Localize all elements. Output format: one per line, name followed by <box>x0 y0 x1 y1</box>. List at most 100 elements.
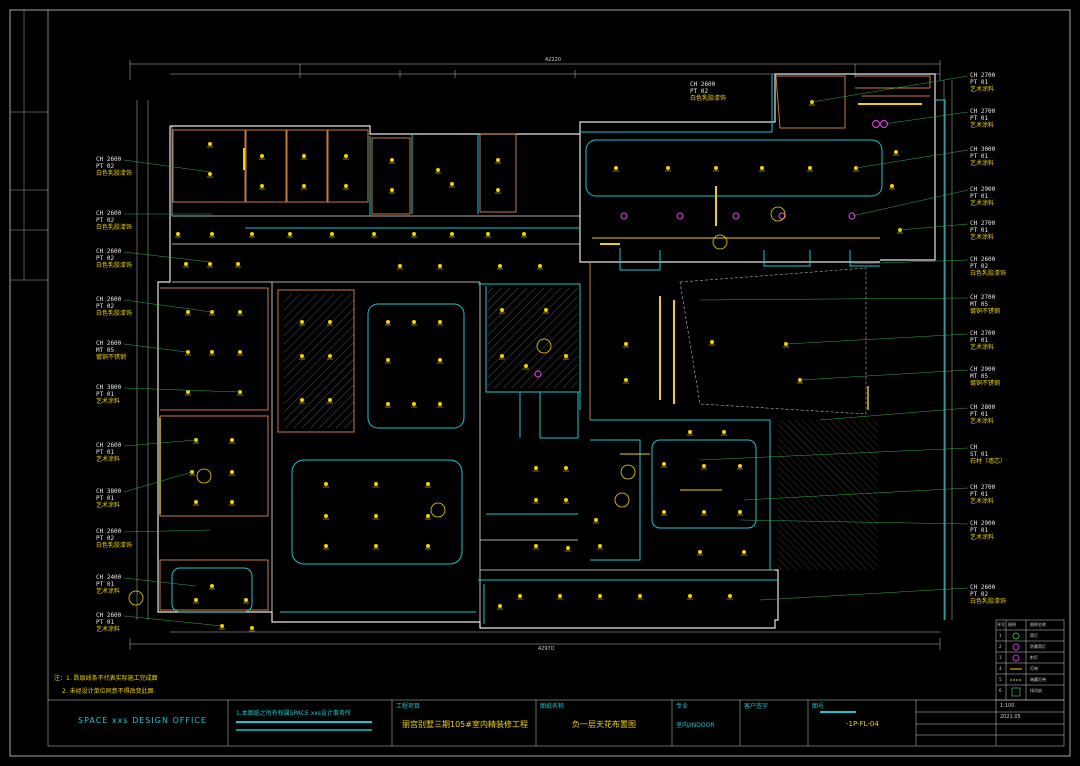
downlight <box>597 544 603 550</box>
hatched-area <box>488 288 578 388</box>
legend-row-name: 暗藏灯带 <box>1030 677 1046 682</box>
downlight <box>411 320 417 326</box>
tag-material-name: 镀铜不锈钢 <box>96 354 127 361</box>
light-strips <box>159 103 922 514</box>
downlight <box>709 340 715 346</box>
tag-ceiling-height: CH 2600 <box>96 248 122 255</box>
tag-material-code: PT 01 <box>970 337 989 344</box>
downlight <box>185 390 191 396</box>
tag-material-code: MT 05 <box>970 301 989 308</box>
downlight <box>385 320 391 326</box>
downlight <box>185 350 191 356</box>
downlight <box>299 398 305 404</box>
tag-leader-line <box>883 111 969 125</box>
downlight <box>437 264 443 270</box>
tag-ceiling-height: CH 3800 <box>96 384 122 391</box>
tag-material-code: PT 02 <box>970 263 989 270</box>
legend-row-number: 3 <box>999 655 1002 660</box>
tag-material-name: 白色乳胶漆饰 <box>96 224 133 231</box>
tag-leader-line <box>785 333 969 345</box>
tag-leader-line <box>819 407 969 421</box>
tag-material-name: 白色乳胶漆饰 <box>970 598 1007 605</box>
downlight <box>593 518 599 524</box>
discipline-value: 室内/INDOOR <box>676 722 715 729</box>
tag-material-name: 白色乳胶漆饰 <box>96 170 133 177</box>
tag-ceiling-height: CH 2700 <box>970 220 996 227</box>
tag-material-name: 艺术涂料 <box>970 498 995 505</box>
downlight <box>437 358 443 364</box>
downlight <box>229 500 235 506</box>
tag-ceiling-height: CH 2600 <box>970 584 996 591</box>
tag-leader-line <box>123 343 187 353</box>
downlight <box>889 184 895 190</box>
downlight <box>185 310 191 316</box>
tag-material-name: 镀铜不锈钢 <box>970 308 1001 315</box>
tag-material-code: PT 01 <box>970 153 989 160</box>
legend-row-number: 2 <box>999 644 1002 649</box>
downlight <box>665 166 671 172</box>
tag-material-code: PT 02 <box>96 255 115 262</box>
tag-material-name: 艺术涂料 <box>970 234 995 241</box>
drawing-name: 负一层天花布置图 <box>572 720 636 729</box>
drawing-note: 注：1. 跌级线条不代表实际施工完成面 <box>54 675 158 682</box>
downlight <box>807 166 813 172</box>
downlight <box>521 232 527 238</box>
downlight <box>425 544 431 550</box>
project-label: 工程项目 <box>396 703 421 710</box>
copyright-note: 1.本图纸之所有权属SPACE xxs设计事务所 <box>236 710 351 717</box>
downlight <box>243 598 249 604</box>
downlight <box>533 466 539 472</box>
top-material-tag: CH 2600 PT 02 白色乳胶漆饰 <box>690 81 726 102</box>
tag-ceiling-height: CH 2600 <box>96 528 122 535</box>
tag-leader-line <box>123 251 211 263</box>
tag-leader-line <box>699 447 969 461</box>
downlight <box>533 544 539 550</box>
tag-leader-line <box>123 439 197 447</box>
tag-material-name: 白色乳胶漆饰 <box>96 310 133 317</box>
tag-material-name: 艺术涂料 <box>96 626 121 633</box>
downlight <box>259 154 265 160</box>
tag-ceiling-height: CH 2600 <box>96 340 122 347</box>
downlight <box>701 510 707 516</box>
downlight <box>533 498 539 504</box>
tag-material-code: PT 02 <box>96 217 115 224</box>
tag-leader-line <box>123 529 211 533</box>
tag-ceiling-height: CH 2400 <box>96 574 122 581</box>
tag-leader-line <box>899 223 969 231</box>
tag-leader-line <box>811 75 969 103</box>
downlight <box>853 166 859 172</box>
downlight <box>713 166 719 172</box>
downlight <box>499 308 505 314</box>
tag-material-name: 艺术涂料 <box>970 160 995 167</box>
tag-ceiling-height: CH 2700 <box>970 294 996 301</box>
downlight <box>209 232 215 238</box>
tag-material-name: 艺术涂料 <box>970 200 995 207</box>
tag-material-code: PT 01 <box>970 491 989 498</box>
tag-ceiling-height: CH 2600 <box>96 442 122 449</box>
downlight <box>249 626 255 632</box>
sheet-number-label: 图号 <box>812 703 825 710</box>
legend-row-number: 5 <box>999 677 1002 682</box>
downlight <box>893 150 899 156</box>
downlight <box>229 438 235 444</box>
downlight <box>373 514 379 520</box>
downlight <box>323 544 329 550</box>
downlight <box>259 184 265 190</box>
tag-material-name: 艺术涂料 <box>96 588 121 595</box>
dashed-outline <box>679 267 867 415</box>
tag-leader-line <box>743 487 969 501</box>
tag-leaders <box>123 75 969 627</box>
tag-ceiling-height: CH 2600 <box>96 210 122 217</box>
downlight <box>397 264 403 270</box>
tag-ceiling-height: CH 2600 <box>96 612 122 619</box>
legend-row-number: 4 <box>999 666 1002 671</box>
dimension-lines <box>129 60 953 650</box>
downlight <box>343 154 349 160</box>
downlight <box>687 594 693 600</box>
